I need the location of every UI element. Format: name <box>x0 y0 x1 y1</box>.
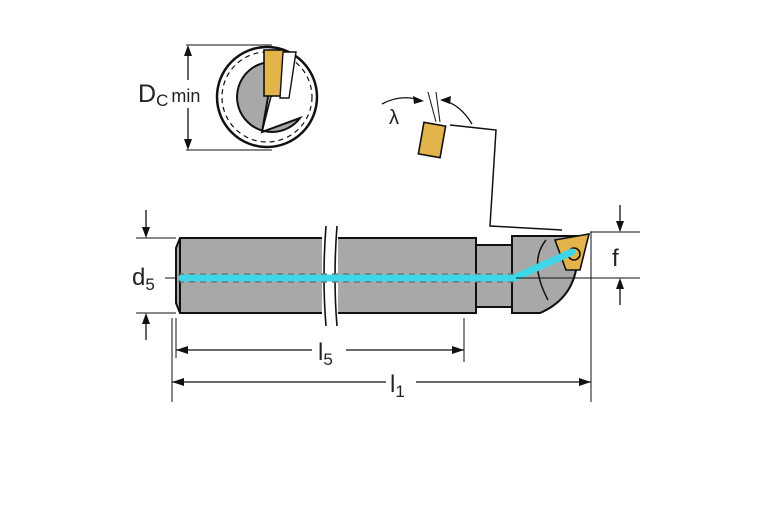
lambda-angle-line <box>435 91 441 123</box>
l5-arrow-left <box>176 346 188 354</box>
l5-dimension: l5 <box>175 318 465 369</box>
f-label: f <box>612 245 619 272</box>
l5-arrow-right <box>452 346 464 354</box>
d5-arrow-top <box>142 227 150 238</box>
insert-clamp <box>279 51 297 99</box>
l1-dimension: l1 <box>171 232 592 402</box>
d5-arrow-bottom <box>142 313 150 324</box>
bore-circle <box>215 45 319 149</box>
lambda-arrow-left <box>413 96 424 104</box>
l1-arrow-left <box>172 378 184 386</box>
l1-arrow-right <box>579 378 591 386</box>
d5-label: d5 <box>132 264 155 294</box>
lambda-arc-right <box>441 99 473 125</box>
l5-label: l5 <box>318 339 333 369</box>
dc-label-bg <box>136 80 210 108</box>
boring-bar-side-view <box>175 225 591 327</box>
l1-label-bg <box>386 368 416 398</box>
lambda-insert <box>417 121 447 159</box>
f-arrow-bottom <box>616 278 624 289</box>
d5-dimension: d5 <box>132 210 176 340</box>
l1-label: l1 <box>390 371 405 401</box>
bar-cross-section <box>236 60 303 134</box>
lambda-ref-line <box>427 91 437 123</box>
lambda-detail: λ <box>381 91 563 231</box>
coolant-channel-angled <box>510 248 576 282</box>
lambda-arrow-right <box>440 96 451 104</box>
l5-label-bg <box>312 336 346 366</box>
detail-leader-line <box>449 124 563 231</box>
f-arrow-top <box>616 221 624 232</box>
f-dimension: f <box>516 205 640 305</box>
dc-arrow-bottom <box>184 139 192 150</box>
lambda-label: λ <box>389 107 399 129</box>
dc-arrow-top <box>184 45 192 56</box>
